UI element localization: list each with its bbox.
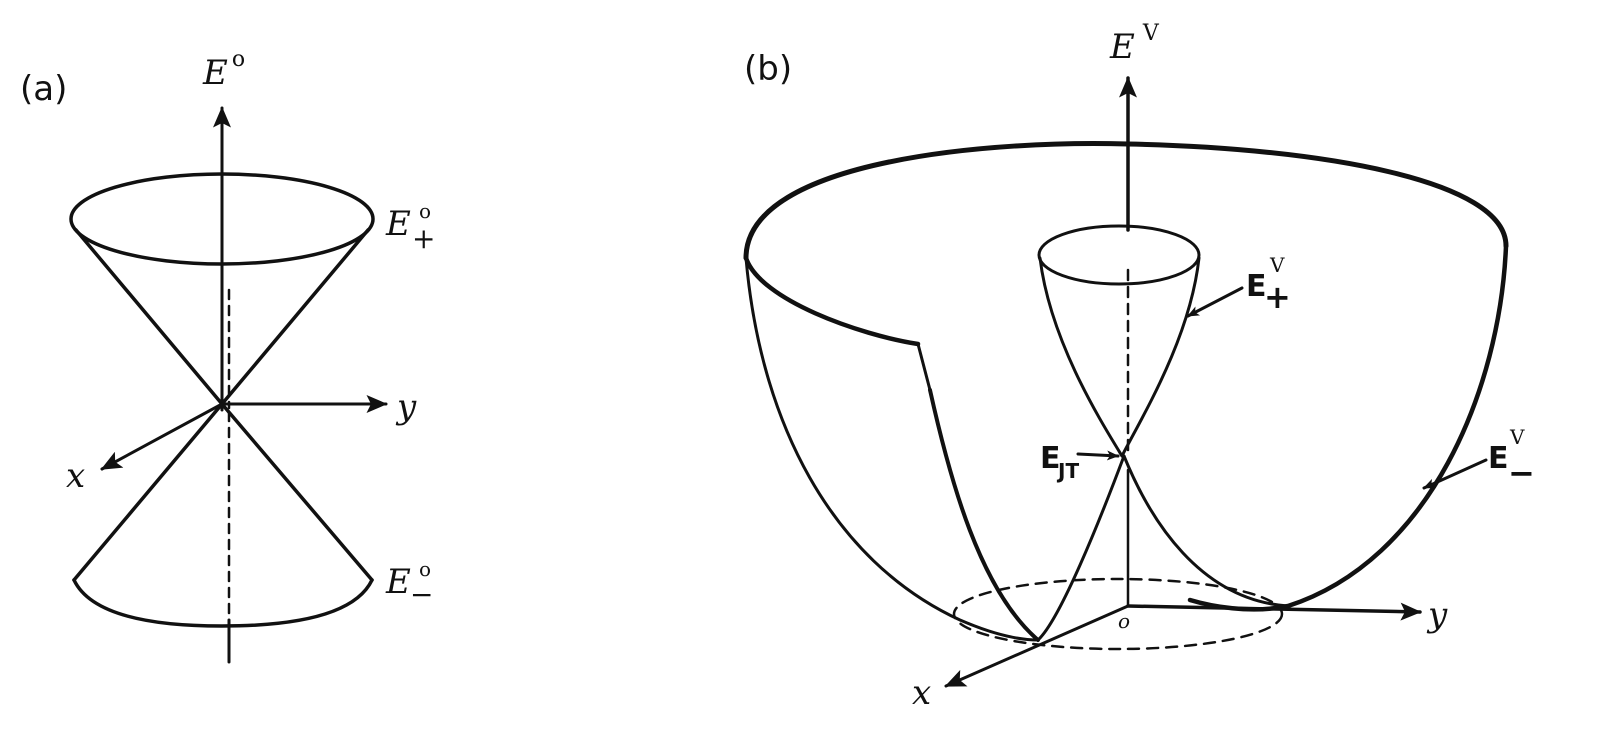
panel-b-y-label: y [1426,595,1448,635]
panel-b-lower-surface-sup: V [1509,425,1525,449]
panel-b-jt-energy-pointer [1076,450,1120,461]
panel-b-inner-branch-right [1122,454,1290,608]
panel-b-lower-surface-base: E [1488,441,1509,476]
panel-a-lower-surface-sup: o [419,557,431,581]
panel-a-label: (a) [20,69,67,109]
panel-b-cutaway-profile [928,388,1040,642]
panel-b-label: (b) [744,49,792,89]
panel-b-y-axis [1126,602,1422,621]
panel-b-minimum-circle [952,577,1284,651]
panel-b-outer-surface-back-rim [743,140,1509,261]
panel-b-outer-surface-left-profile [744,256,1040,642]
panel-b-lower-surface-sub: − [1508,454,1535,492]
panel-b-outer-surface-right-profile [1187,243,1509,612]
panel-b-inner-branch-left [1036,454,1126,642]
panel-a-lower-surface-label: E [385,562,411,602]
panel-a-upper-surface-label: E [385,204,411,244]
panel-b-x-axis [944,604,1130,688]
panel-b-x-label: x [912,673,931,713]
panel-a-upper-surface-sub: + [412,222,435,255]
panel-b-cutaway-edge [916,342,932,392]
panel-b-lower-surface-pointer [1422,458,1488,490]
panel-b-upper-surface-sub: + [1264,278,1291,316]
panel-b-outer-surface-front-rim [743,255,921,347]
panel-b-origin-label: o [1118,609,1130,633]
panel-a-lower-cone-rim [72,578,374,628]
panel-b-upper-cone-right [1120,256,1201,458]
panel-a-y-label: y [395,387,417,427]
panel-b-upper-surface-pointer [1186,286,1244,318]
panel-a-x-axis [100,402,224,471]
panel-a-upper-surface-sup: o [419,199,431,223]
panel-a-x-label: x [66,456,85,496]
panel-a-lower-surface-sub: − [410,578,433,611]
panel-a-upper-cone-rim [69,172,375,266]
panel-a-upper-cone-right-edge [220,228,370,406]
panel-b-upper-surface-base: E [1246,269,1267,304]
panel-b-upper-cone-left [1038,256,1124,458]
panel-a-lower-cone-left-edge [72,402,224,582]
panel-b-jt-energy-base: E [1040,441,1061,476]
panel-b-jt-energy-sub: JT [1056,459,1079,483]
panel-a-lower-cone-right-edge [220,402,374,582]
panel-a-upper-cone-left-edge [74,228,224,406]
panel-b-upper-cone-rim [1037,224,1201,286]
panel-b-upper-surface-sup: V [1269,253,1285,277]
